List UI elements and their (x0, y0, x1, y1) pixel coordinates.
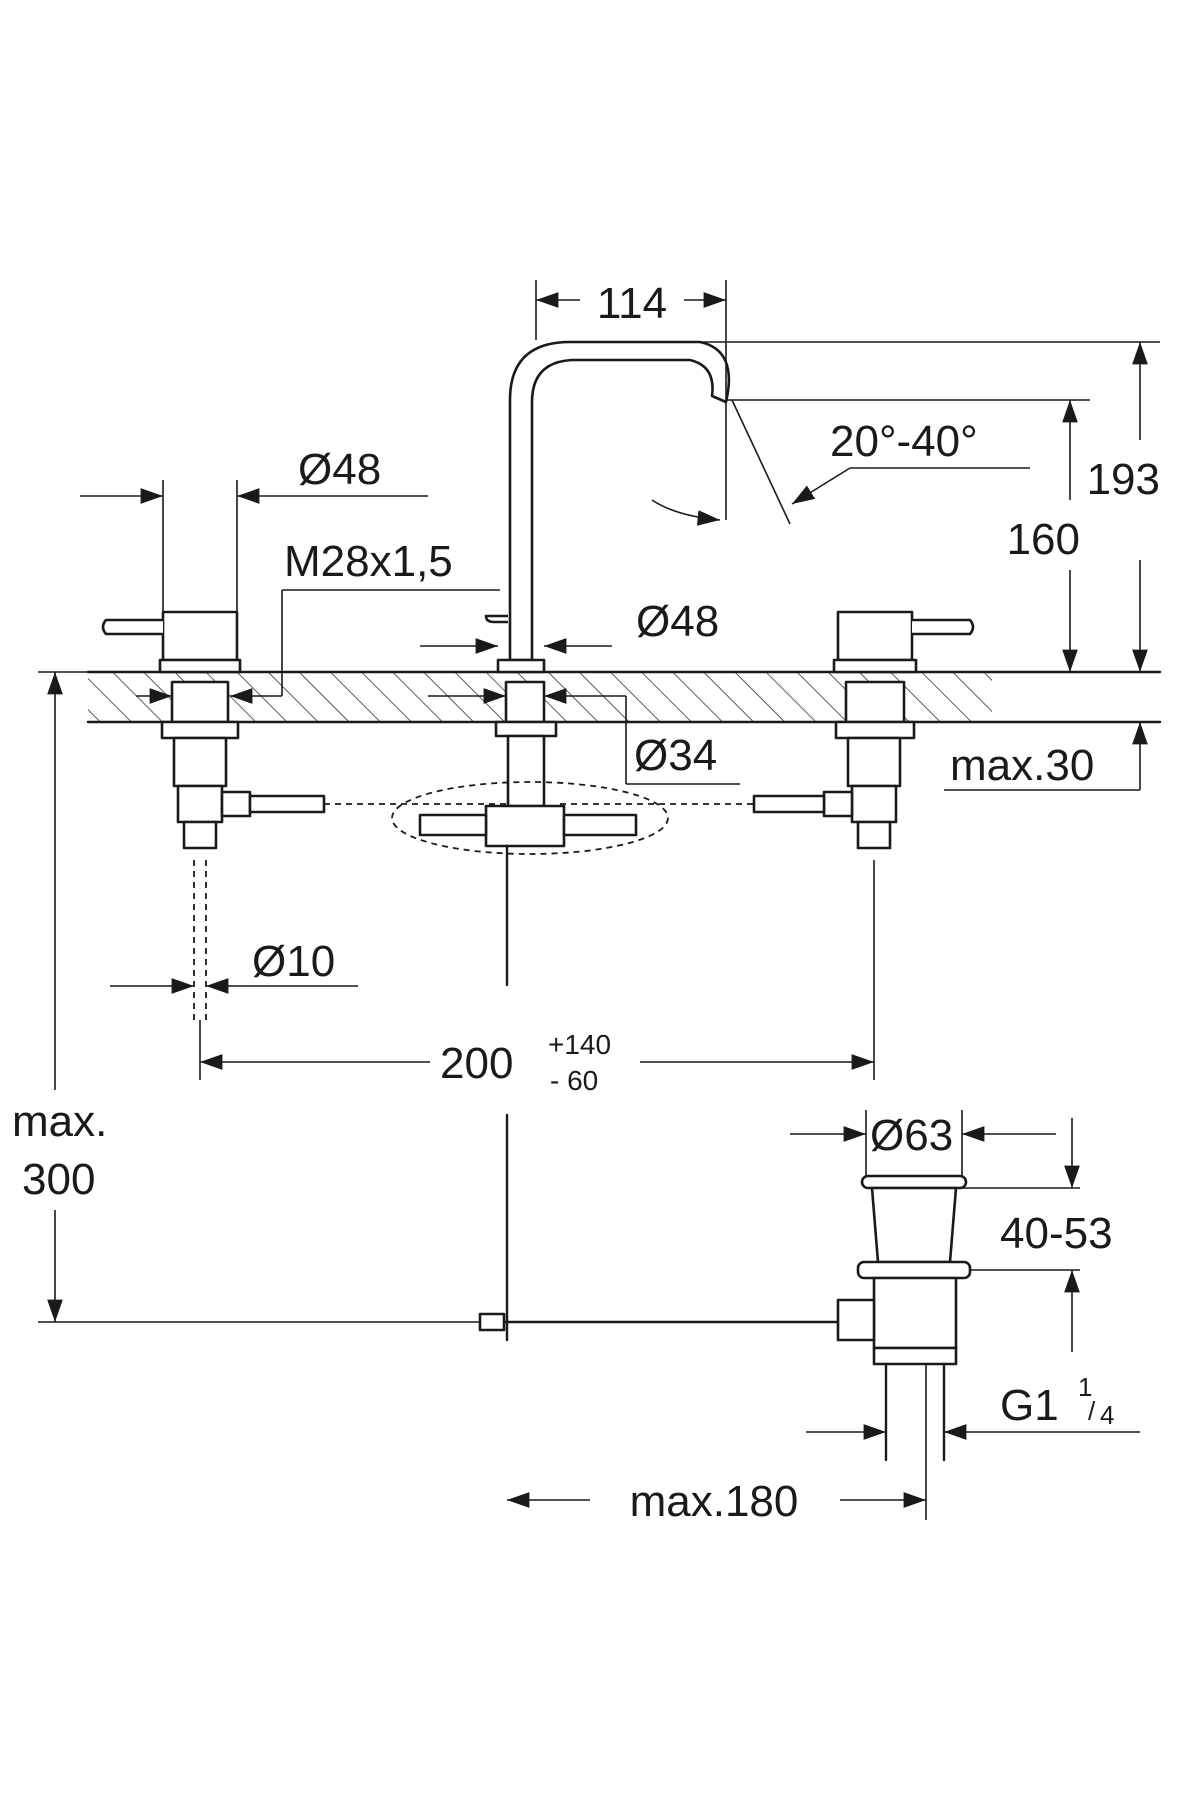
label-deck-thickness: max.30 (950, 741, 1094, 790)
label-waste-diameter: Ø63 (870, 1111, 953, 1160)
right-handle-base (832, 658, 918, 674)
right-hose (752, 794, 826, 814)
spout-tee (484, 804, 566, 848)
left-nut (160, 720, 240, 740)
label-waste-thread-slash: / (1088, 1396, 1096, 1426)
spout-shank (504, 680, 546, 724)
label-height-193: 193 (1087, 455, 1160, 504)
angle-ray (731, 399, 791, 525)
waste-lower-body (872, 1276, 958, 1350)
left-valve-elbow (176, 784, 224, 824)
label-center-spacing-plus: +140 (548, 1029, 611, 1060)
left-hose (248, 794, 326, 814)
label-spout-reach: 114 (597, 279, 667, 328)
label-waste-thread-num: 1 (1078, 1372, 1092, 1402)
waste-upper-body (870, 1186, 958, 1264)
spout-assembly (391, 340, 731, 1342)
label-thread: M28x1,5 (284, 537, 453, 586)
left-valve-outlet (182, 820, 218, 850)
lift-rod-knob (484, 614, 508, 624)
label-rod-length: max.180 (630, 1477, 799, 1526)
label-handle-diameter: Ø48 (298, 445, 381, 494)
spout-connector (506, 734, 546, 808)
right-valve-shank (844, 680, 906, 724)
label-waste-thread-den: 4 (1100, 1400, 1114, 1430)
right-handle-assembly (560, 610, 975, 1080)
spout-base (496, 658, 546, 674)
angle-leader-arrow (791, 467, 851, 505)
left-connector (220, 790, 252, 818)
right-nut (834, 720, 916, 740)
left-handle-assembly (101, 610, 540, 1020)
label-center-spacing: 200 (440, 1039, 513, 1088)
spout-nut (494, 720, 558, 738)
label-spout-angle: 20°-40° (830, 417, 978, 466)
rod-clip (478, 1312, 506, 1332)
label-max-depth-2: 300 (22, 1155, 95, 1204)
dimension-labels: 114 20°-40° 193 160 Ø48 M28x1,5 Ø48 Ø34 … (12, 279, 1160, 1526)
label-center-spacing-minus: - 60 (550, 1065, 598, 1096)
tee-hose-right (562, 813, 638, 837)
right-valve-elbow (850, 784, 898, 824)
right-valve-outlet (856, 820, 892, 850)
label-waste-height: 40-53 (1000, 1209, 1113, 1258)
right-valve-body (846, 736, 902, 788)
left-valve-shank (170, 680, 230, 724)
label-hose-diameter: Ø10 (252, 937, 335, 986)
waste-assembly (478, 1174, 972, 1462)
label-spout-base-diameter: Ø48 (636, 597, 719, 646)
left-handle-base (158, 658, 242, 674)
waste-flange (856, 1260, 972, 1280)
angle-arc-arrow (651, 499, 721, 526)
right-handle-body (836, 610, 914, 662)
left-handle-body (161, 610, 239, 662)
right-handle-lever (912, 618, 975, 636)
right-connector (822, 790, 854, 818)
waste-thread (872, 1346, 958, 1366)
left-handle-lever (101, 618, 163, 636)
label-waste-thread: G1 (1000, 1381, 1059, 1430)
dimensions (38, 280, 1160, 1520)
label-height-160: 160 (1007, 515, 1080, 564)
waste-pivot-nut (836, 1298, 876, 1342)
tee-hose-left (418, 813, 488, 837)
hose-arc (391, 781, 669, 855)
label-hole-diameter: Ø34 (634, 731, 717, 780)
label-max-depth-1: max. (12, 1097, 107, 1146)
waste-cap (860, 1174, 968, 1190)
left-valve-body (172, 736, 228, 788)
